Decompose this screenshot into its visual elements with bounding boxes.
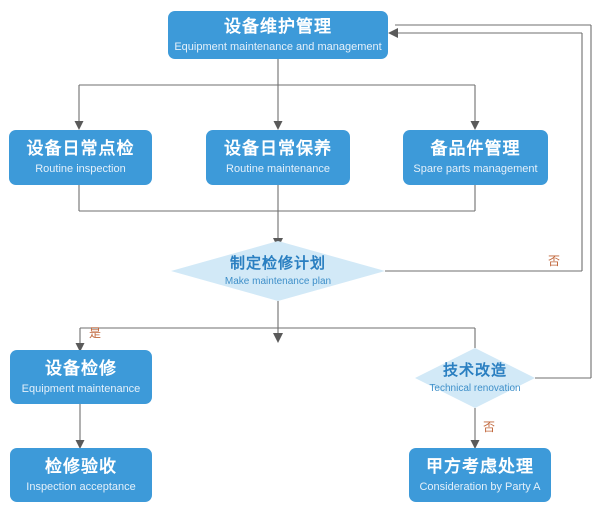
- node-title-cn: 制定检修计划: [229, 254, 326, 272]
- node-title-en: Spare parts management: [413, 163, 538, 175]
- node-title-cn: 备品件管理: [430, 139, 521, 158]
- node-routine-inspection[interactable]: 设备日常点检 Routine inspection: [9, 130, 152, 185]
- node-title-cn: 甲方考虑处理: [426, 456, 534, 476]
- node-equipment-repair[interactable]: 设备检修 Equipment maintenance: [10, 350, 152, 404]
- node-consideration-by-party-a[interactable]: 甲方考虑处理 Consideration by Party A: [409, 448, 551, 502]
- node-title-en: Routine maintenance: [226, 163, 330, 175]
- node-inspection-acceptance[interactable]: 检修验收 Inspection acceptance: [10, 448, 152, 502]
- node-technical-renovation[interactable]: 技术改造 Technical renovation: [415, 348, 535, 408]
- node-title-en: Equipment maintenance: [21, 382, 141, 395]
- node-title-cn: 检修验收: [45, 456, 117, 476]
- edge-label-plan-no: 否: [548, 254, 561, 268]
- node-title-en: Inspection acceptance: [26, 480, 136, 493]
- edge-label-renovation-no: 否: [483, 420, 496, 434]
- edge-label-plan-yes: 是: [89, 326, 102, 340]
- node-title-cn: 设备日常点检: [26, 139, 135, 158]
- node-title-en: Technical renovation: [429, 382, 521, 394]
- node-title-en: Consideration by Party A: [419, 480, 541, 493]
- node-title-en: Routine inspection: [35, 163, 126, 175]
- node-title-cn: 设备维护管理: [224, 16, 332, 36]
- node-equipment-maintenance-management[interactable]: 设备维护管理 Equipment maintenance and managem…: [168, 11, 388, 59]
- node-title-cn: 技术改造: [442, 361, 507, 379]
- node-title-en: Make maintenance plan: [224, 275, 332, 287]
- node-spare-parts-management[interactable]: 备品件管理 Spare parts management: [403, 130, 548, 185]
- node-make-maintenance-plan[interactable]: 制定检修计划 Make maintenance plan: [171, 241, 385, 301]
- node-routine-maintenance[interactable]: 设备日常保养 Routine maintenance: [206, 130, 350, 185]
- node-title-cn: 设备日常保养: [224, 139, 332, 158]
- node-title-cn: 设备检修: [45, 358, 117, 378]
- node-title-en: Equipment maintenance and management: [174, 40, 382, 53]
